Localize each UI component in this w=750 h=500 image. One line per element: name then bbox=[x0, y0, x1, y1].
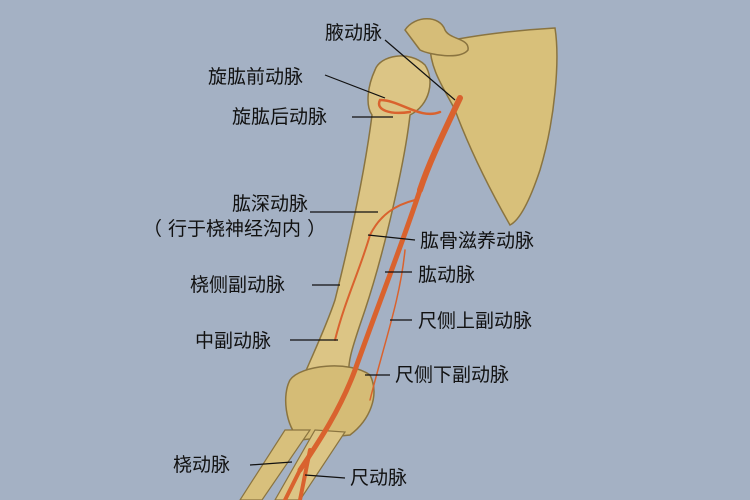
superior-ulnar-collateral bbox=[369, 249, 406, 401]
label-posterior-circumflex-humeral: 旋肱后动脉 bbox=[232, 106, 328, 128]
deep-brachial-artery bbox=[334, 199, 416, 341]
radius bbox=[239, 429, 312, 500]
axillary-artery bbox=[417, 95, 463, 193]
label-axillary-artery: 腋动脉 bbox=[325, 22, 383, 44]
label-ulnar-artery: 尺动脉 bbox=[350, 467, 408, 489]
label-humeral-nutrient: 肱骨滋养动脉 bbox=[420, 230, 535, 252]
label-superior-ulnar-collateral: 尺侧上副动脉 bbox=[418, 310, 533, 332]
label-deep-brachial: 肱深动脉 bbox=[232, 193, 309, 215]
brachial-artery bbox=[297, 187, 423, 473]
humerus bbox=[298, 55, 431, 386]
label-radial-collateral: 桡侧副动脉 bbox=[190, 274, 286, 296]
label-anterior-circumflex-humeral: 旋肱前动脉 bbox=[208, 66, 304, 88]
elbow bbox=[284, 365, 375, 441]
label-brachial: 肱动脉 bbox=[418, 264, 476, 286]
label-radial-artery: 桡动脉 bbox=[173, 454, 231, 476]
label-inferior-ulnar-collateral: 尺侧下副动脉 bbox=[395, 364, 510, 386]
label-deep-brachial-note: （ 行于桡神经沟内 ） bbox=[143, 218, 327, 240]
circumflex-arteries bbox=[377, 98, 442, 115]
coracoid bbox=[404, 18, 469, 57]
radial-artery bbox=[283, 468, 302, 500]
label-middle-collateral: 中副动脉 bbox=[195, 330, 272, 352]
